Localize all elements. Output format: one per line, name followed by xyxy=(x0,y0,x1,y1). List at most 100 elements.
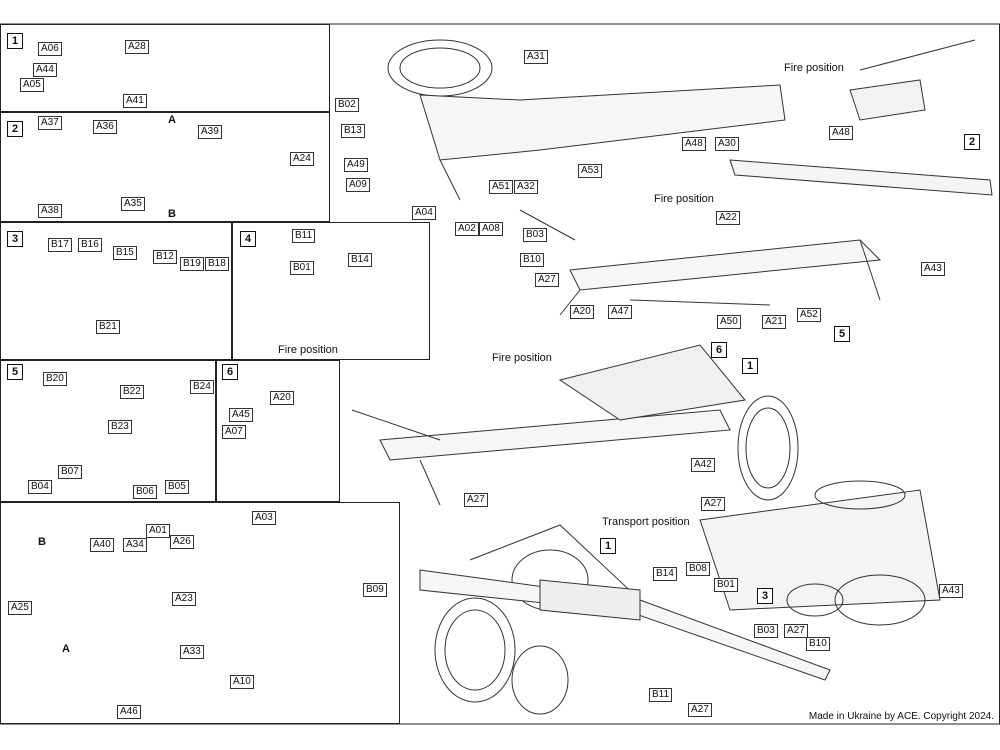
view-arrow-a: A xyxy=(62,643,70,655)
part-label: B18 xyxy=(205,257,229,271)
part-label: B16 xyxy=(78,238,102,252)
part-label: A50 xyxy=(717,315,741,329)
panel-number-3: 3 xyxy=(7,231,23,247)
part-label: A03 xyxy=(252,511,276,525)
part-label: B06 xyxy=(133,485,157,499)
part-label: B11 xyxy=(292,229,316,243)
part-label: A40 xyxy=(90,538,114,552)
part-label: B01 xyxy=(714,578,738,592)
part-label: B09 xyxy=(363,583,387,597)
part-label: A21 xyxy=(762,315,786,329)
part-label: B22 xyxy=(120,385,144,399)
part-label: B13 xyxy=(341,124,365,138)
section-arrow-a: A xyxy=(168,114,176,126)
caption-fire-position: Fire position xyxy=(654,193,714,205)
part-label: A43 xyxy=(921,262,945,276)
part-label: A07 xyxy=(222,425,246,439)
part-label: A52 xyxy=(797,308,821,322)
part-label: B19 xyxy=(180,257,204,271)
part-label: A34 xyxy=(123,538,147,552)
part-label: A33 xyxy=(180,645,204,659)
view-number: 5 xyxy=(834,326,850,342)
part-label: A44 xyxy=(33,63,57,77)
part-label: A09 xyxy=(346,178,370,192)
part-label: B14 xyxy=(653,567,677,581)
part-label: A02 xyxy=(455,222,479,236)
part-label: A06 xyxy=(38,42,62,56)
part-label: A51 xyxy=(489,180,513,194)
part-label: B20 xyxy=(43,372,67,386)
part-label: A42 xyxy=(691,458,715,472)
panel-number-2: 2 xyxy=(7,121,23,137)
part-label: A53 xyxy=(578,164,602,178)
view-number: 2 xyxy=(964,134,980,150)
panel-4 xyxy=(232,222,430,360)
part-label: B04 xyxy=(28,480,52,494)
part-label: A27 xyxy=(688,703,712,717)
view-number: 3 xyxy=(757,588,773,604)
part-label: B03 xyxy=(523,228,547,242)
caption-fire-position: Fire position xyxy=(492,352,552,364)
part-label: A30 xyxy=(715,137,739,151)
part-label: A20 xyxy=(570,305,594,319)
part-label: A04 xyxy=(412,206,436,220)
part-label: B10 xyxy=(520,253,544,267)
part-label: A22 xyxy=(716,211,740,225)
part-label: A39 xyxy=(198,125,222,139)
part-label: A10 xyxy=(230,675,254,689)
part-label: A27 xyxy=(464,493,488,507)
part-label: B07 xyxy=(58,465,82,479)
part-label: A20 xyxy=(270,391,294,405)
part-label: A43 xyxy=(939,584,963,598)
part-label: A26 xyxy=(170,535,194,549)
part-label: B10 xyxy=(806,637,830,651)
panel-number-4: 4 xyxy=(240,231,256,247)
part-label: B14 xyxy=(348,253,372,267)
panel-number-6: 6 xyxy=(222,364,238,380)
part-label: A28 xyxy=(125,40,149,54)
part-label: B11 xyxy=(649,688,673,702)
view-number: 6 xyxy=(711,342,727,358)
part-label: A37 xyxy=(38,116,62,130)
part-label: A24 xyxy=(290,152,314,166)
caption-transport-position: Transport position xyxy=(602,516,690,528)
panel-2 xyxy=(0,112,330,222)
part-label: B01 xyxy=(290,261,314,275)
part-label: B05 xyxy=(165,480,189,494)
carriage-fire-drawing-2 xyxy=(519,159,993,316)
part-label: A31 xyxy=(524,50,548,64)
part-label: A45 xyxy=(229,408,253,422)
part-label: A01 xyxy=(146,524,170,538)
part-label: A27 xyxy=(535,273,559,287)
part-label: A41 xyxy=(123,94,147,108)
part-label: A27 xyxy=(784,624,808,638)
part-label: A46 xyxy=(117,705,141,719)
part-label: B17 xyxy=(48,238,72,252)
part-label: A38 xyxy=(38,204,62,218)
part-label: A36 xyxy=(93,120,117,134)
part-label: A05 xyxy=(20,78,44,92)
part-label: B08 xyxy=(686,562,710,576)
view-number: 1 xyxy=(600,538,616,554)
part-label: B23 xyxy=(108,420,132,434)
caption-fire-position: Fire position xyxy=(278,344,338,356)
caption-fire-position: Fire position xyxy=(784,62,844,74)
carriage-fire-drawing-1 xyxy=(387,39,976,201)
part-label: B03 xyxy=(754,624,778,638)
part-label: A08 xyxy=(479,222,503,236)
part-label: B24 xyxy=(190,380,214,394)
part-label: A48 xyxy=(682,137,706,151)
part-label: B12 xyxy=(153,250,177,264)
part-label: A48 xyxy=(829,126,853,140)
part-label: A25 xyxy=(8,601,32,615)
part-label: B02 xyxy=(335,98,359,112)
copyright-footer: Made in Ukraine by ACE. Copyright 2024. xyxy=(808,711,994,722)
panel-number-5: 5 xyxy=(7,364,23,380)
carriage-fire-drawing-3 xyxy=(351,344,799,506)
view-arrow-b: B xyxy=(38,536,46,548)
part-label: A32 xyxy=(514,180,538,194)
panel-3 xyxy=(0,222,232,360)
view-number: 1 xyxy=(742,358,758,374)
part-label: A47 xyxy=(608,305,632,319)
